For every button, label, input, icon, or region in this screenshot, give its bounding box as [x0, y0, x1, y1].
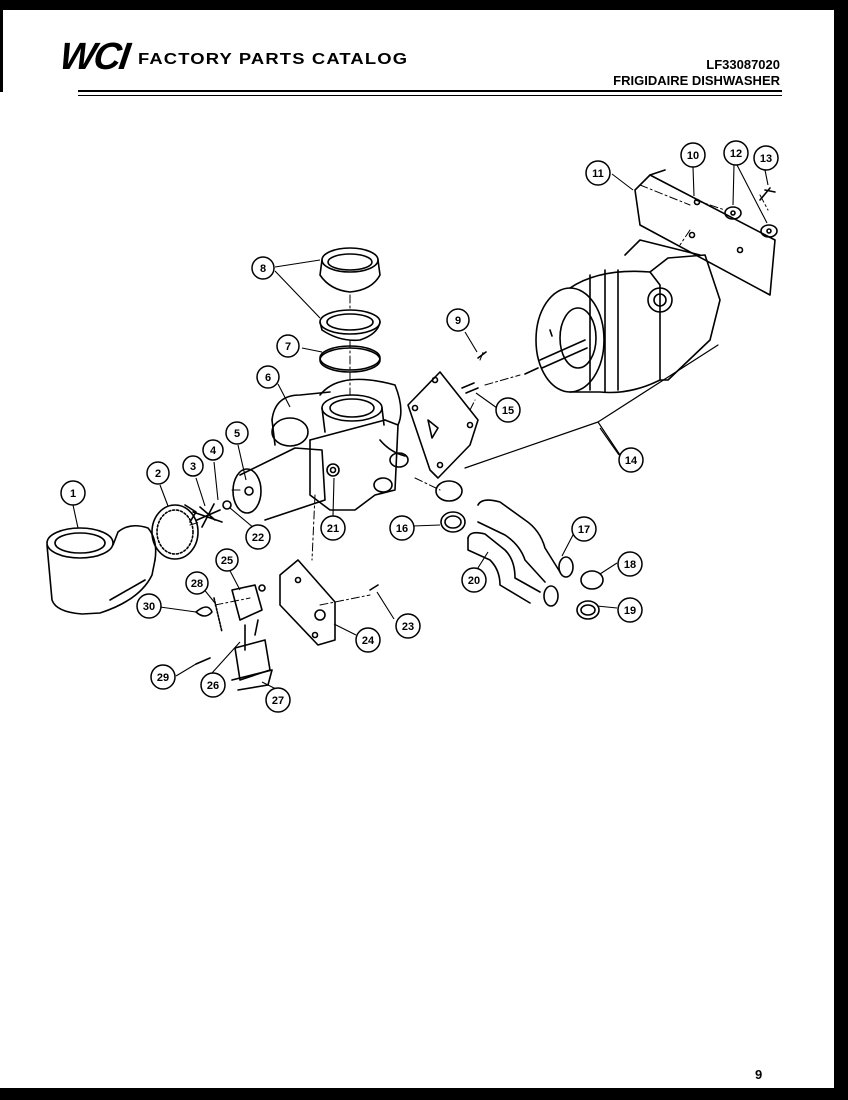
catalog-title: FACTORY PARTS CATALOG: [138, 51, 409, 68]
callout-11: 11: [585, 160, 611, 186]
product-name: FRIGIDAIRE DISHWASHER: [613, 73, 780, 88]
callout-1: 1: [60, 480, 86, 506]
model-number: LF33087020: [706, 57, 780, 72]
pump-body: [309, 378, 409, 511]
callout-18: 18: [617, 551, 643, 577]
callout-label: 10: [687, 150, 699, 162]
callout-7: 7: [276, 334, 300, 358]
header-rule-thin: [78, 95, 782, 96]
callout-label: 1: [70, 488, 76, 500]
callout-21: 21: [320, 515, 346, 541]
callout-22: 22: [245, 524, 271, 550]
callout-label: 8: [260, 263, 266, 275]
callout-6: 6: [256, 365, 280, 389]
callout-label: 11: [592, 168, 604, 180]
hose-clamp-2: [151, 504, 199, 560]
screw-9: [477, 351, 487, 359]
drive-motor: [524, 239, 721, 394]
callout-label: 26: [207, 680, 219, 692]
left-border: [0, 10, 3, 92]
callout-label: 7: [285, 341, 291, 353]
callout-label: 19: [624, 605, 636, 617]
callout-5: 5: [225, 421, 249, 445]
page-number: 9: [755, 1067, 763, 1082]
callout-30: 30: [136, 593, 162, 619]
callout-label: 30: [143, 601, 155, 613]
seal-cup-8: [319, 247, 381, 342]
solenoid-27: [231, 619, 273, 691]
mounting-plate-11: [634, 169, 776, 296]
clamps-16: [435, 480, 466, 533]
callout-4: 4: [202, 439, 224, 461]
impeller: [192, 503, 223, 528]
header-rule: [78, 90, 782, 92]
callout-label: 4: [210, 445, 217, 457]
callout-3: 3: [182, 455, 204, 477]
callout-label: 18: [624, 559, 636, 571]
callout-23: 23: [395, 613, 421, 639]
callout-16: 16: [389, 515, 415, 541]
callout-19: 19: [617, 597, 643, 623]
bottom-border: [0, 1088, 848, 1100]
screw-23: [369, 584, 379, 591]
callout-28: 28: [185, 571, 209, 595]
sump-elbow: [46, 524, 157, 615]
top-border: [0, 0, 848, 10]
motor-mount-plate: [407, 371, 479, 479]
washer-22: [222, 500, 232, 510]
clip-30: [195, 606, 213, 617]
hose-20: [467, 531, 559, 607]
callout-17: 17: [571, 516, 597, 542]
clamps-18-19: [576, 570, 604, 620]
callout-2: 2: [146, 461, 170, 485]
callout-label: 6: [265, 372, 271, 384]
callout-24: 24: [355, 627, 381, 653]
callout-label: 29: [157, 672, 169, 684]
callout-label: 13: [760, 153, 772, 165]
callout-26: 26: [200, 672, 226, 698]
switch-25: [231, 584, 266, 651]
callout-label: 14: [625, 455, 638, 467]
callout-label: 22: [252, 532, 264, 544]
callout-label: 28: [191, 578, 203, 590]
switch-bracket-24: [279, 559, 336, 646]
callout-label: 21: [327, 523, 339, 535]
right-border: [834, 10, 848, 1088]
callout-14: 14: [618, 447, 644, 473]
callout-label: 24: [362, 635, 375, 647]
callout-label: 27: [272, 695, 284, 707]
callout-20: 20: [461, 567, 487, 593]
washers-12: [724, 206, 778, 238]
bolt-13: [759, 187, 776, 201]
callout-27: 27: [265, 687, 291, 713]
callout-label: 20: [468, 575, 480, 587]
callout-29: 29: [150, 664, 176, 690]
callout-label: 23: [402, 621, 414, 633]
callout-13: 13: [753, 145, 779, 171]
callout-label: 2: [155, 468, 161, 480]
screw-15: [461, 382, 479, 394]
spring-28: [213, 597, 223, 633]
callout-8: 8: [251, 256, 275, 280]
callout-9: 9: [446, 308, 470, 332]
callout-label: 12: [730, 148, 742, 160]
callout-label: 25: [221, 555, 233, 567]
callout-label: 17: [578, 524, 590, 536]
callout-label: 15: [502, 405, 514, 417]
screw-29: [195, 657, 211, 665]
callout-15: 15: [495, 397, 521, 423]
callout-label: 3: [190, 461, 196, 473]
callout-label: 16: [396, 523, 408, 535]
pump-motor: [232, 391, 331, 521]
hose-17: [477, 499, 574, 583]
callout-label: 5: [234, 428, 240, 440]
callout-10: 10: [680, 142, 706, 168]
callout-label: 9: [455, 315, 461, 327]
callout-12: 12: [723, 140, 749, 166]
callout-25: 25: [215, 548, 239, 572]
